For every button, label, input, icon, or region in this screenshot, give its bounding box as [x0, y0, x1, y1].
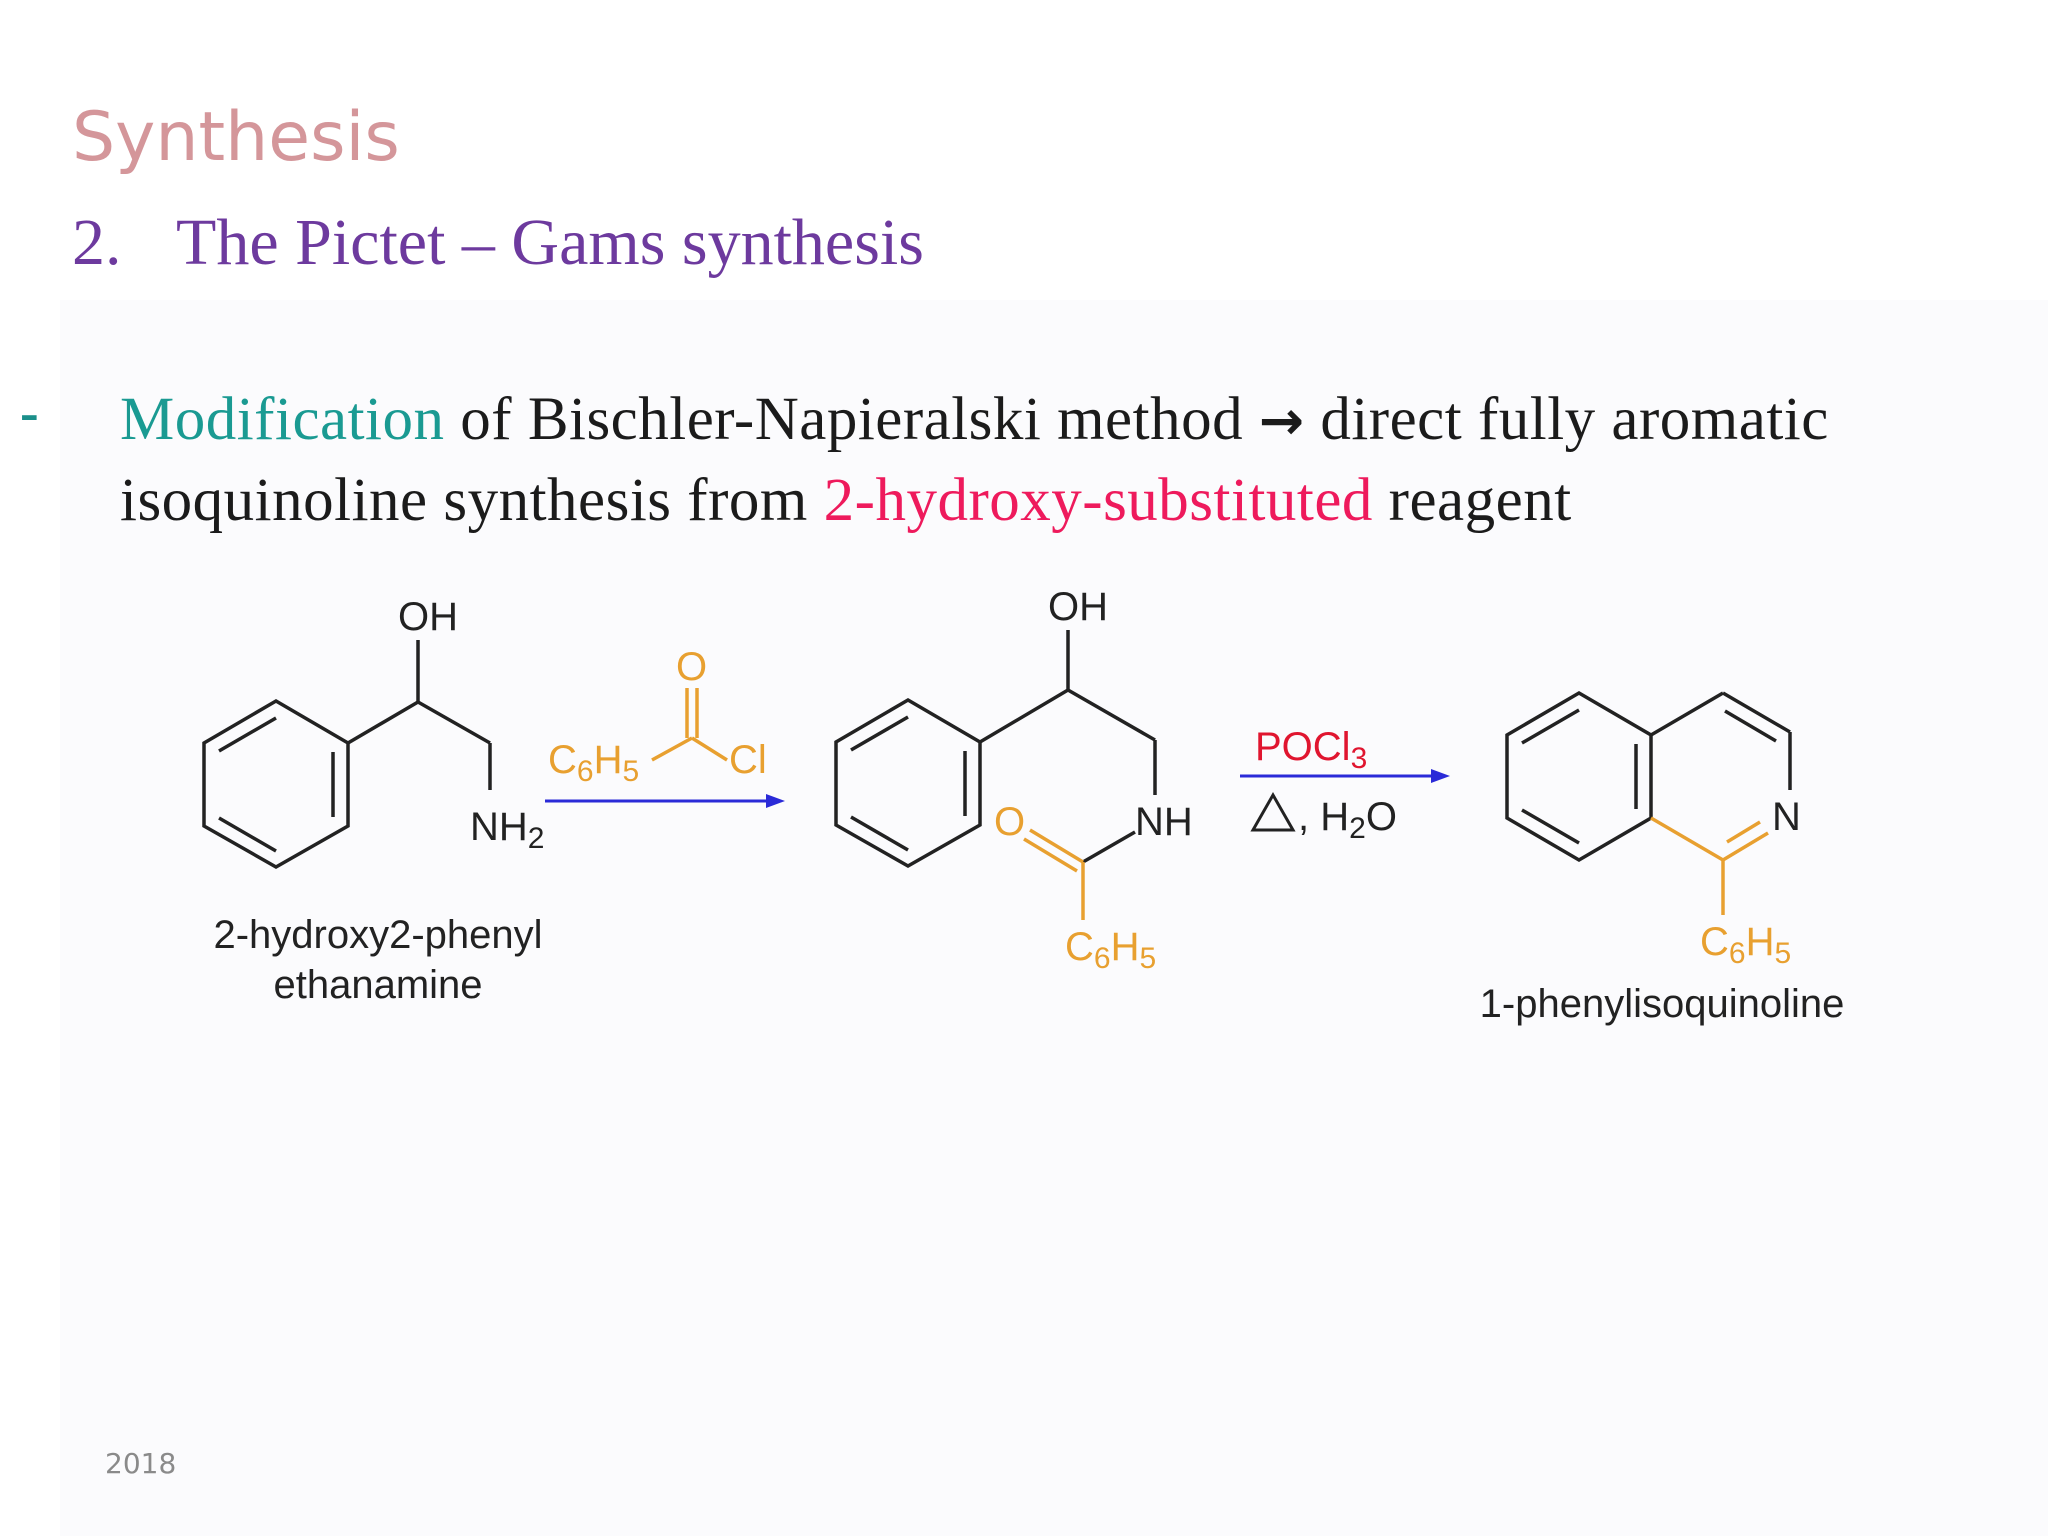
reactant-name-line1: 2-hydroxy2-phenyl — [213, 913, 542, 957]
intermediate-c6h5-label: C6H5 — [1065, 925, 1156, 975]
product-name-label: 1-phenylisoquinoline — [1480, 982, 1845, 1026]
reaction-scheme: OH NH2 2-hydroxy2-phenyl ethanamine O C6… — [202, 585, 1845, 1026]
reaction-arrow-1 — [545, 794, 785, 808]
subtitle-number: 2. — [72, 206, 122, 279]
product-phenyl-linkage — [1650, 816, 1769, 915]
subtitle-text: The Pictet – Gams synthesis — [176, 206, 924, 279]
reactant-name-line2: ethanamine — [273, 963, 482, 1007]
intermediate-nh-label: NH — [1135, 800, 1193, 844]
intermediate-structure — [834, 630, 1157, 869]
reagent2-pocl3-label: POCl3 — [1255, 725, 1367, 775]
product-benzo-ring — [1505, 690, 1653, 863]
reaction-arrow-2 — [1240, 769, 1450, 783]
reagent2-h2o-label: , H2O — [1298, 795, 1397, 845]
bullet-part2: of Bischler-Napieralski method — [444, 386, 1259, 453]
arrow-1-head — [766, 794, 785, 808]
slide-subtitle: 2.The Pictet – Gams synthesis — [72, 210, 924, 276]
intermediate-o-label: O — [994, 800, 1025, 844]
bullet-part3: direct fully aromatic isoquinoline synth… — [120, 386, 1845, 534]
reagent1-o-label: O — [676, 645, 707, 689]
intermediate-oh-label: OH — [1048, 585, 1108, 629]
arrow-2-head — [1431, 769, 1450, 783]
reactant-nh2-label: NH2 — [470, 805, 544, 855]
product-n-label: N — [1772, 795, 1801, 839]
product-c6h5-label: C6H5 — [1700, 920, 1791, 970]
bullet-text: Modification of Bischler-Napieralski met… — [120, 380, 2040, 541]
bullet-highlight-modification: Modification — [120, 386, 445, 453]
intermediate-acyl-group — [1023, 828, 1085, 920]
intermediate-benzene-ring — [834, 697, 982, 869]
reactant-structure — [202, 640, 492, 870]
bullet-arrow-icon: → — [1258, 389, 1305, 452]
content-panel — [60, 300, 2048, 1536]
reactant-benzene-ring — [202, 698, 350, 870]
bullet-part5: reagent — [1372, 467, 1572, 534]
reagent1-cl-label: Cl — [729, 738, 767, 782]
bullet-highlight-reagent: 2-hydroxy-substituted — [823, 467, 1373, 534]
product-structure — [1505, 690, 1792, 863]
reactant-oh-label: OH — [398, 595, 458, 639]
reagent1-c6h5-label: C6H5 — [548, 738, 639, 788]
footer-year: 2018 — [105, 1447, 177, 1480]
bullet-marker: - — [20, 382, 39, 444]
heat-triangle-icon — [1250, 791, 1296, 832]
reagent1-structure — [651, 688, 728, 762]
section-title: Synthesis — [72, 98, 400, 177]
